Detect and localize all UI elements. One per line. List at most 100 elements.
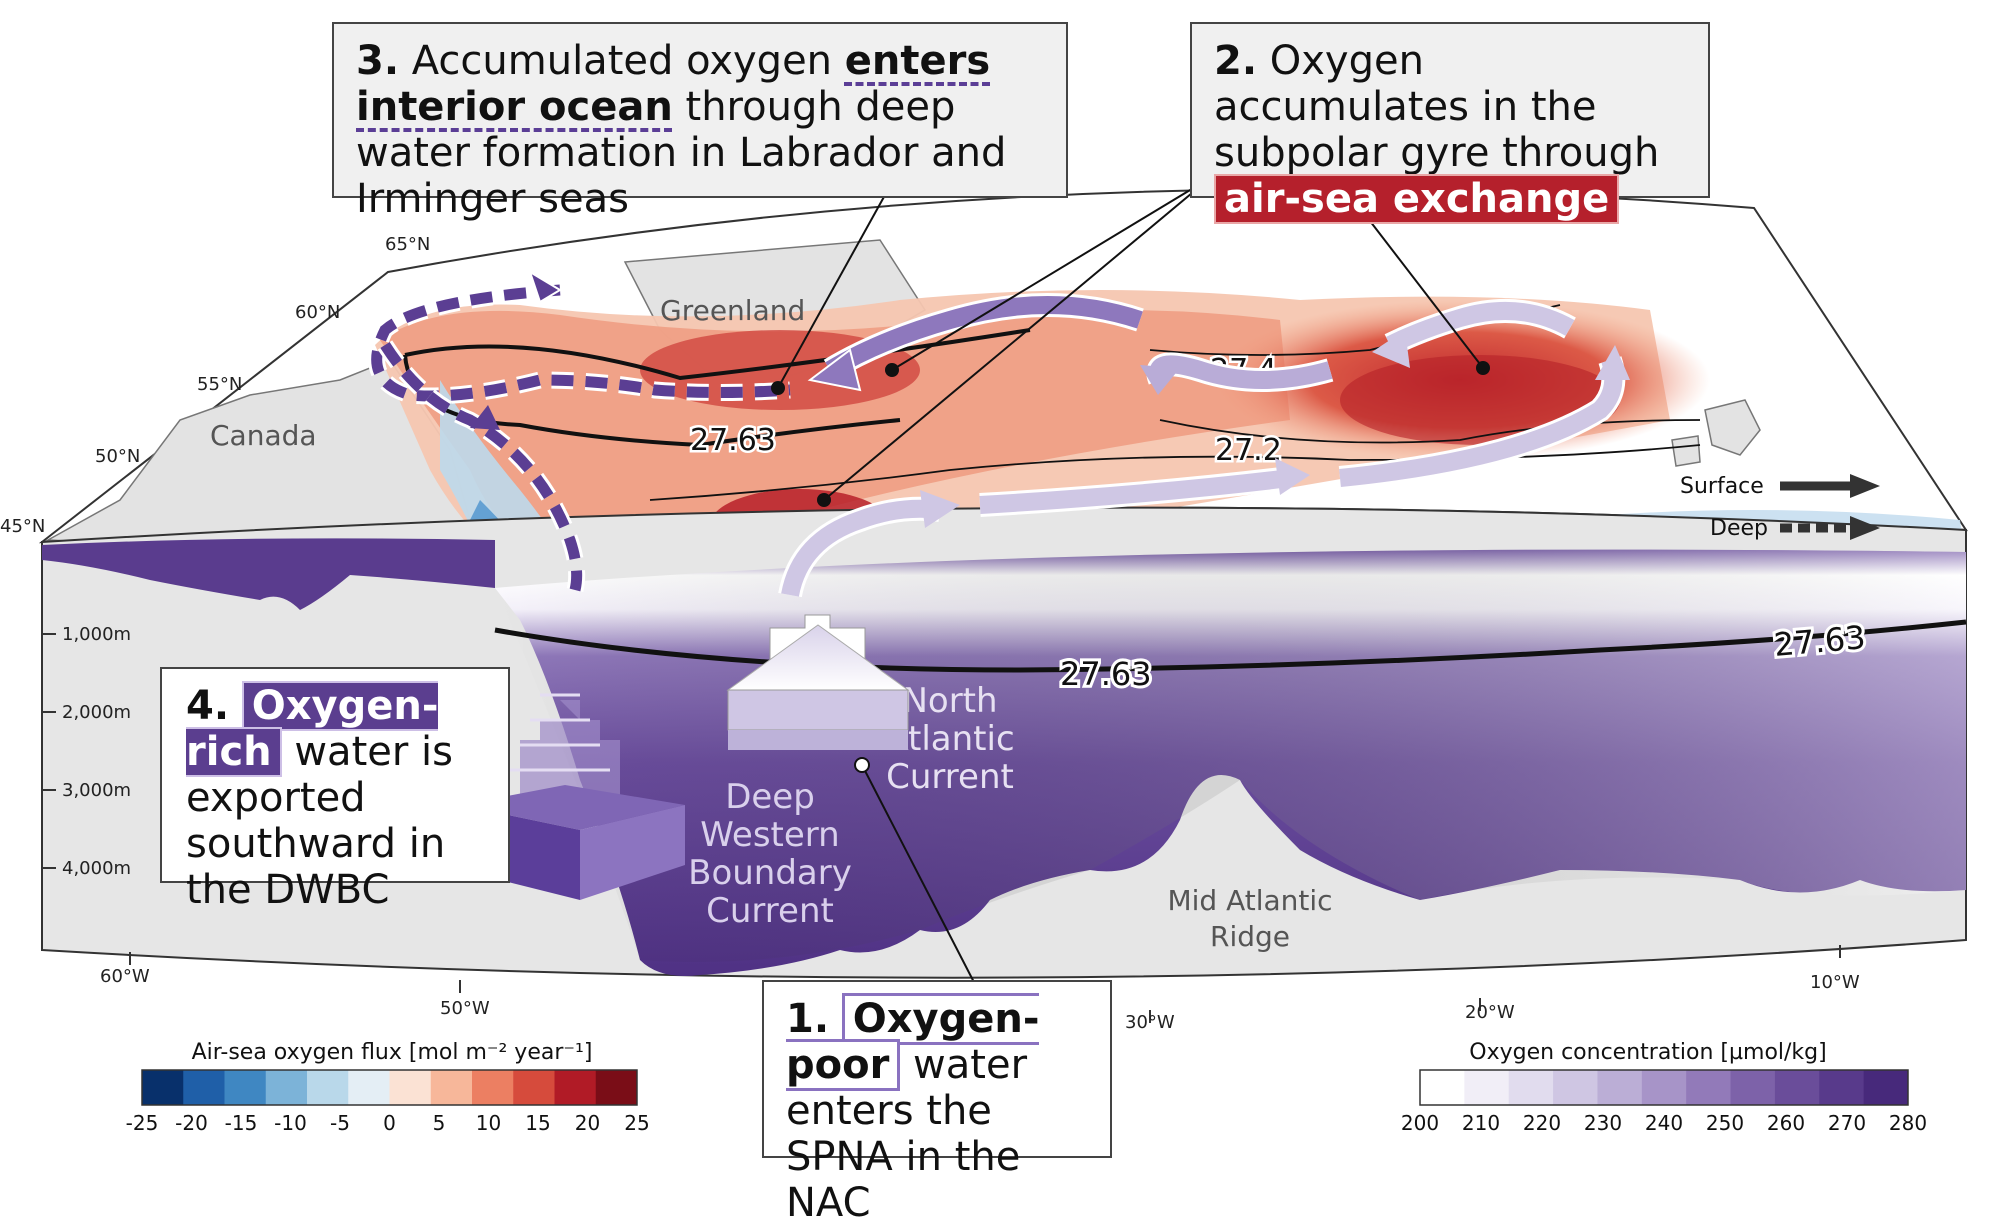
oxygen-colorbar-tick-label: 220 [1522,1111,1562,1135]
oxygen-colorbar-tick-label: 230 [1583,1111,1623,1135]
british-isles-landmass [1671,399,1761,467]
isopycnal-label-27-63-surface: 27.63 [690,423,776,458]
dwbc-label-line-1: Deep [725,777,815,817]
oxygen-colorbar-swatch [1863,1070,1909,1105]
oxygen-colorbar [1419,1069,1909,1106]
callout-2-highlight: air-sea exchange [1214,174,1620,224]
flux-colorbar-tick-label: 5 [432,1111,446,1135]
oxygen-colorbar-tick-label: 210 [1461,1111,1501,1135]
oxygen-colorbar-swatch [1464,1070,1510,1105]
flux-colorbar-title: Air-sea oxygen flux [mol m⁻² year⁻¹] [191,1040,593,1065]
flux-colorbar-tick-label: 25 [624,1111,650,1135]
oxygen-colorbar-title: Oxygen concentration [µmol/kg] [1469,1040,1827,1065]
lon-label-60w: 60°W [100,966,150,987]
oxygen-colorbar-tick-label: 250 [1705,1111,1745,1135]
dwbc-label: Deep Western Boundary Current [688,777,852,931]
flux-colorbar-tick-label: -20 [175,1111,208,1135]
nac-label-line-3: Current [886,757,1014,797]
lat-label-50n: 50°N [95,446,140,467]
callout-2-number: 2. [1214,38,1258,84]
flux-colorbar-tick-label: 0 [383,1111,396,1135]
nac-upward-arrow [726,614,910,750]
oxygen-colorbar-swatch [1819,1070,1865,1105]
depth-label-4000: 4,000m [62,858,131,879]
dwbc-label-line-3: Boundary [688,853,852,893]
callout-3-highlight: enters interior ocean [356,38,991,130]
flux-colorbar-swatch [348,1070,390,1105]
callout-4: 4. Oxygen-rich water is exported southwa… [160,667,510,913]
legend-deep-label: Deep [1710,516,1768,541]
lon-label-10w: 10°W [1810,972,1860,993]
dwbc-label-line-4: Current [706,891,834,931]
callout-1: 1. Oxygen-poor water enters the SPNA in … [762,980,1112,1226]
flux-colorbar-swatch [142,1070,184,1105]
depth-ticks [42,633,56,869]
callout-3-number: 3. [356,38,400,84]
section-isopycnal-label-left: 27.63 [1060,655,1152,693]
flux-colorbar-tick-label: 10 [475,1111,502,1135]
canada-label: Canada [210,419,317,452]
deep-flow-arrows [368,269,791,593]
diagram-stage: 27.63 27.4 27.2 27 Greenland Canada 65°N… [0,22,1968,1226]
leader-dots [771,361,1490,773]
lat-label-45n: 45°N [0,516,45,537]
depth-axis: 1,000m 2,000m 3,000m 4,000m [62,624,131,879]
flux-colorbar-tick-label: -10 [274,1111,307,1135]
flux-colorbar-swatch [430,1070,473,1105]
callout-2: 2. Oxygen accumulates in the subpolar gy… [1190,22,1710,224]
oxygen-colorbar-tick-label: 280 [1888,1111,1928,1135]
legend-surface-label: Surface [1680,474,1764,499]
oxygen-colorbar-tick-label: 240 [1644,1111,1684,1135]
callout-3-pre: Accumulated oxygen [411,38,833,84]
lon-label-20w: 20°W [1465,1002,1515,1023]
callout-1-number: 1. [786,996,830,1042]
flux-colorbar-tick-label: 15 [525,1111,551,1135]
oxygen-colorbar-swatch [1508,1070,1554,1105]
ridge-label: Mid Atlantic Ridge [1167,884,1332,953]
flux-colorbar-frame [141,1069,638,1106]
surface-flow-arrows [778,293,1630,598]
nac-label-line-1: North [902,681,997,721]
callout-3: 3. Accumulated oxygen enters interior oc… [332,22,1068,222]
oxygen-colorbar-tick-label: 200 [1400,1111,1440,1135]
flux-colorbar-swatch [472,1070,514,1105]
flux-colorbar-swatch [513,1070,555,1105]
lat-label-60n: 60°N [295,302,340,323]
flux-colorbar-swatch [224,1070,267,1105]
lon-ticks [129,945,1841,1023]
section-isopycnal-27-63 [494,619,1967,673]
flux-colorbar-swatch [183,1070,225,1105]
oxygen-colorbar-swatch [1420,1070,1465,1105]
leader-lines [777,177,1484,991]
flux-colorbar-tick-label: -15 [224,1111,258,1135]
callout-4-post: water is exported southward in the DWBC [186,729,453,913]
oxygen-colorbar-swatch [1686,1070,1732,1105]
flux-colorbar-swatch [595,1070,638,1105]
oxygen-colorbar-swatch [1774,1070,1820,1105]
section-isopycnal-label-right: 27.63 [1772,618,1867,664]
diagram-svg: 27.63 27.4 27.2 27 Greenland Canada 65°N… [0,177,1968,1106]
oxygen-colorbar-tick-label: 270 [1827,1111,1867,1135]
oxygen-colorbar-swatch [1597,1070,1643,1105]
dwbc-export-block [460,693,685,900]
flux-colorbar-swatch [307,1070,349,1105]
oxygen-colorbar-swatch [1641,1070,1687,1105]
ridge-label-line-2: Ridge [1210,920,1290,953]
flux-colorbar-tick-label: -25 [125,1111,159,1135]
flow-legend: Surface Deep [1680,474,1880,541]
lon-axis: 60°W 50°W 30°W 20°W 10°W [100,966,1860,1033]
depth-label-2000: 2,000m [62,702,131,723]
lat-label-65n: 65°N [385,234,430,255]
oxygen-colorbar-tick-label: 260 [1766,1111,1806,1135]
lat-label-55n: 55°N [197,374,242,395]
callout-3-post: through deep water formation in Labrador… [356,84,1007,222]
flux-colorbar-swatch [389,1070,432,1105]
isopycnal-label-27-2: 27.2 [1215,433,1282,468]
callout-2-pre: Oxygen accumulates in the subpolar gyre … [1214,38,1660,176]
oxygen-colorbar-swatch [1553,1070,1598,1105]
flux-colorbar [141,1069,638,1106]
depth-label-3000: 3,000m [62,780,131,801]
flux-colorbar-swatch [265,1070,308,1105]
greenland-label: Greenland [660,294,805,327]
oxygen-colorbar-swatch [1730,1070,1776,1105]
